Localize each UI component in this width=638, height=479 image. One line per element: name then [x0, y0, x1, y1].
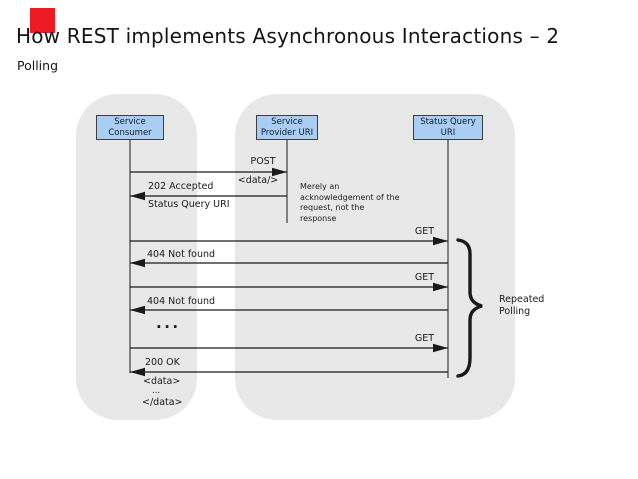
ellipsis-repeat: ...	[156, 314, 181, 332]
actor-label-line: Service	[114, 117, 146, 127]
slide-title: How REST implements Asynchronous Interac…	[16, 24, 560, 48]
note-line: Merely an	[300, 182, 340, 191]
red-logo-square	[30, 8, 55, 33]
label-202-accepted: 202 Accepted	[148, 181, 214, 192]
label-post: POST	[250, 156, 276, 167]
brace-label-line: Polling	[499, 305, 531, 317]
slide-subtitle: Polling	[17, 58, 59, 73]
actor-label-line: Service	[271, 117, 303, 127]
label-404-2: 404 Not found	[147, 296, 216, 307]
label-post-data: <data/>	[237, 175, 279, 186]
label-200-ok: 200 OK	[145, 357, 180, 368]
note-line: acknowledgement of the	[300, 192, 400, 202]
label-data-ellipsis: ...	[152, 386, 161, 396]
brace-label-line: Repeated	[499, 294, 545, 305]
label-get-1: GET	[414, 226, 434, 237]
label-get-3: GET	[414, 333, 434, 344]
actor-label-line: Provider URI	[260, 127, 314, 138]
actor-label-line: Status Query	[420, 117, 476, 127]
label-404-1: 404 Not found	[147, 249, 216, 260]
label-status-query-uri: Status Query URI	[148, 199, 230, 210]
label-get-2: GET	[414, 272, 434, 283]
note-line: request, not the	[300, 203, 365, 212]
label-data-close: </data>	[142, 397, 183, 408]
label-data-open: <data>	[143, 376, 181, 387]
actor-label-line: URI	[440, 127, 456, 138]
note-line: response	[300, 213, 337, 223]
actor-label-line: Consumer	[108, 127, 152, 138]
consumer-lane-background	[76, 94, 197, 420]
